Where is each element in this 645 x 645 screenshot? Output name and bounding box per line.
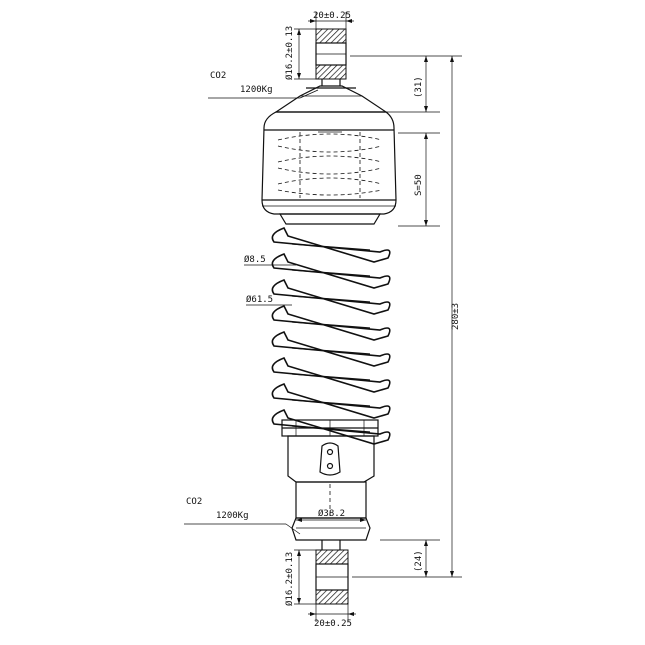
top-bushing-diameter-dimension: Ø16.2±0.13 — [284, 26, 316, 80]
top-load-callout: CO2 1200Kg — [208, 71, 319, 99]
spring-coil-inner-edge — [291, 321, 371, 329]
bottom-bushing-diameter-dimension: Ø16.2±0.13 — [284, 549, 316, 606]
upper-housing — [261, 111, 397, 215]
spring-coil — [271, 330, 391, 367]
right-extension-lines — [350, 55, 462, 578]
bottom-bushing-width-dimension: 20±0.25 — [308, 604, 356, 629]
bottom-eye-offset-dimension: (24) — [414, 540, 428, 577]
wire-diameter-callout: Ø8.5 — [244, 254, 296, 266]
spring-coil-inner-edge — [291, 373, 371, 381]
top-gas-label: CO2 — [210, 71, 226, 81]
bottom-load-callout: CO2 1200Kg — [184, 497, 301, 535]
top-spring-seat — [274, 85, 388, 113]
spring-coil-inner-edge — [291, 399, 371, 407]
spring-coil — [271, 226, 391, 263]
coil-diameter-callout: Ø61.5 — [246, 294, 292, 306]
top-bushing — [315, 28, 347, 86]
bottom-eye-offset-label: (24) — [414, 550, 424, 572]
stroke-dimension: S=50 — [414, 133, 428, 226]
coil-diameter-label: Ø61.5 — [246, 294, 273, 305]
spring-coil-inner-edge — [291, 295, 371, 303]
bottom-bushing-width-label: 20±0.25 — [314, 619, 352, 629]
spring-coil — [271, 252, 391, 289]
top-bushing-width-dimension: 20±0.25 — [308, 11, 354, 30]
spring-coil-inner-edge — [291, 347, 371, 355]
total-length-dimension: 280±3 — [450, 56, 461, 577]
bottom-gas-label: CO2 — [186, 497, 202, 507]
spring-coil — [271, 304, 391, 341]
spring-coil — [271, 356, 391, 393]
spring-coil-inner-edge — [291, 269, 371, 277]
spring-coil-inner-edge — [291, 425, 371, 433]
spring-coil — [271, 278, 391, 315]
top-bushing-width-label: 20±0.25 — [313, 11, 351, 21]
bottom-bushing-diameter-label: Ø16.2±0.13 — [284, 552, 295, 606]
spring-coil-inner-edge — [291, 243, 371, 251]
damper-body — [287, 435, 375, 541]
bottom-load-label: 1200Kg — [216, 511, 249, 521]
coil-spring — [271, 226, 391, 445]
top-eye-offset-dimension: (31) — [414, 56, 428, 112]
stroke-label: S=50 — [414, 174, 424, 196]
top-bushing-diameter-label: Ø16.2±0.13 — [284, 26, 295, 80]
body-diameter-callout: Ø38.2 — [296, 508, 366, 522]
top-eye-offset-label: (31) — [414, 76, 424, 98]
spring-coil — [271, 382, 391, 419]
top-load-label: 1200Kg — [240, 85, 273, 95]
spring-upper-collar — [278, 213, 382, 225]
total-length-label: 280±3 — [451, 303, 461, 330]
wire-diameter-label: Ø8.5 — [244, 254, 266, 265]
body-diameter-label: Ø38.2 — [318, 508, 345, 519]
bottom-bushing — [315, 540, 349, 605]
